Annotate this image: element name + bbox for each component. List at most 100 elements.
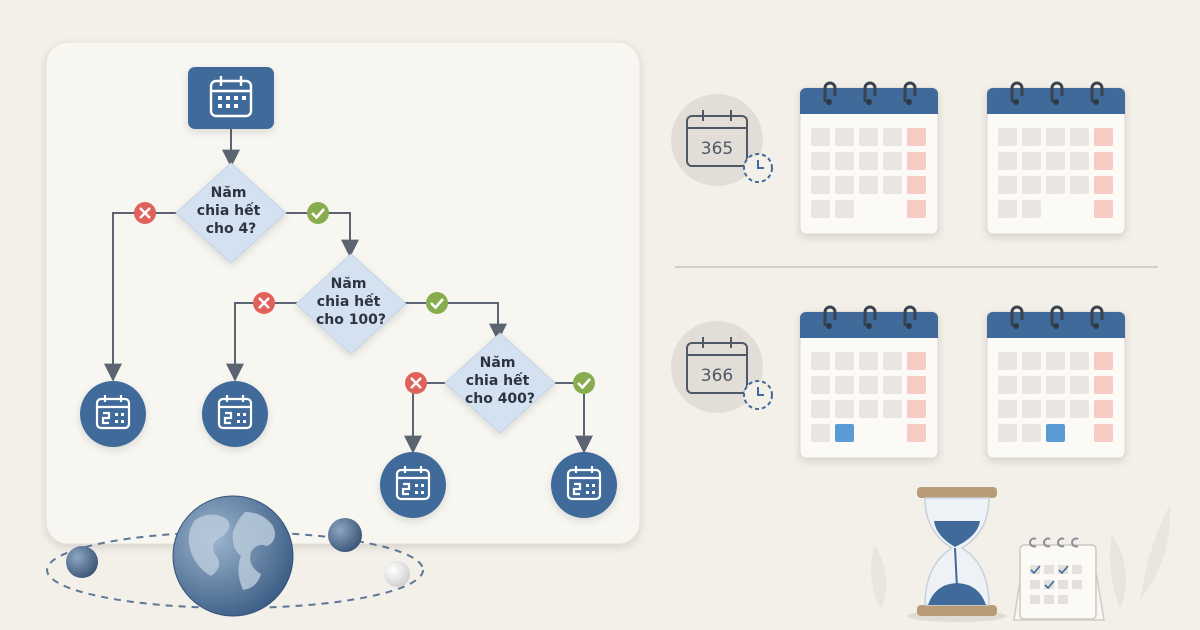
calendar-day-cell: [883, 176, 902, 194]
calendar-day-cell: [1070, 152, 1089, 170]
check-icon: [577, 378, 591, 390]
calendar-day-cell: [883, 376, 902, 394]
calendar-day-cell: [998, 200, 1017, 218]
decision-divisible-by-100: Năm chia hết cho 100?: [295, 253, 407, 355]
calendar-day-cell: [1094, 352, 1113, 370]
calendar-day-cell: [907, 424, 926, 442]
globe-icon: [46, 495, 424, 617]
calendar-result-icon: [217, 395, 253, 430]
calendar-day-cell: [1070, 352, 1089, 370]
yes-badge-div100: [426, 292, 448, 314]
calendar-day-cell: [859, 376, 878, 394]
calendar-day-cell: [1046, 400, 1065, 418]
calendar-day-cell: [998, 128, 1017, 146]
orbit-planets: [66, 518, 410, 587]
no-badge-div4: [134, 202, 156, 224]
decision-divisible-by-400: Năm chia hết cho 400?: [444, 332, 556, 434]
calendar-day-cell: [998, 400, 1017, 418]
calendar-day-cell: [1094, 128, 1113, 146]
calendar-day-cell: [907, 176, 926, 194]
calendar-result-icon: [566, 466, 602, 501]
calendar-day-cell: [883, 128, 902, 146]
calendar-day-cell: [835, 400, 854, 418]
calendar-day-cell: [1046, 352, 1065, 370]
calendar-day-cell: [907, 376, 926, 394]
result-node-common-year-b: [202, 381, 268, 447]
year-badge-365: 365: [671, 94, 773, 186]
calendar-day-cell: [883, 400, 902, 418]
leap-day-cell: [835, 424, 854, 442]
start-node: [188, 67, 274, 129]
calendar-day-cell: [1022, 200, 1041, 218]
calendar-result-icon: [95, 395, 131, 430]
year-badge-366: 366: [671, 321, 773, 413]
calendar-day-cell: [1070, 376, 1089, 394]
calendar-day-cell: [859, 176, 878, 194]
svg-text:Năm chia hết cho 1: Năm chia hết cho 100?: [316, 276, 386, 328]
calendar-day-cell: [1022, 400, 1041, 418]
cross-icon: [139, 207, 151, 219]
calendar-day-cell: [811, 400, 830, 418]
calendar-day-cell: [1070, 128, 1089, 146]
calendar-page-leap-left: [799, 305, 939, 459]
check-icon: [311, 208, 325, 220]
calendar-day-cell: [907, 128, 926, 146]
calendar-icon: [209, 76, 253, 118]
calendar-day-cell: [1022, 376, 1041, 394]
yes-badge-div4: [307, 202, 329, 224]
svg-text:365: 365: [701, 139, 733, 159]
calendar-page-leap-right: [986, 305, 1126, 459]
calendar-day-cell: [1046, 152, 1065, 170]
calendar-day-cell: [835, 200, 854, 218]
calendar-day-cell: [1022, 424, 1041, 442]
leap-day-cell: [1046, 424, 1065, 442]
calendar-day-cell: [859, 128, 878, 146]
cross-icon: [258, 297, 270, 309]
calendar-day-cell: [1022, 152, 1041, 170]
calendar-day-cell: [1046, 376, 1065, 394]
calendar-page-common-left: [799, 81, 939, 235]
calendar-day-cell: [1022, 128, 1041, 146]
calendar-day-cell: [811, 200, 830, 218]
decision-divisible-by-4: Năm chia hết cho 4?: [175, 162, 287, 264]
calendar-day-cell: [998, 352, 1017, 370]
calendar-day-cell: [1094, 376, 1113, 394]
svg-text:Năm chia hết cho 4: Năm chia hết cho 4?: [197, 185, 265, 237]
calendar-day-cell: [835, 152, 854, 170]
calendar-day-cell: [883, 152, 902, 170]
calendar-day-cell: [859, 352, 878, 370]
check-icon: [430, 298, 444, 310]
svg-text:366: 366: [701, 366, 733, 386]
calendar-day-cell: [1070, 176, 1089, 194]
calendar-day-cell: [1046, 176, 1065, 194]
calendar-day-cell: [907, 200, 926, 218]
no-badge-div100: [253, 292, 275, 314]
cross-icon: [410, 377, 422, 389]
calendar-day-cell: [1022, 352, 1041, 370]
calendar-day-cell: [811, 376, 830, 394]
calendar-day-cell: [1094, 176, 1113, 194]
desk-calendar-icon: [1013, 537, 1105, 621]
calendar-day-cell: [1022, 176, 1041, 194]
calendar-day-cell: [998, 176, 1017, 194]
svg-text:Năm chia hết cho 4: Năm chia hết cho 400?: [465, 355, 535, 407]
yes-badge-div400: [573, 372, 595, 394]
calendar-day-cell: [1070, 400, 1089, 418]
calendar-result-icon: [395, 466, 431, 501]
calendar-pages: [799, 81, 1126, 459]
result-node-common-year-c: [380, 452, 446, 518]
calendar-day-cell: [835, 352, 854, 370]
calendar-day-cell: [811, 352, 830, 370]
calendar-day-cell: [907, 352, 926, 370]
calendar-day-cell: [835, 376, 854, 394]
calendar-day-cell: [835, 128, 854, 146]
calendar-day-cell: [811, 128, 830, 146]
calendar-day-cell: [998, 376, 1017, 394]
calendar-day-cell: [1094, 200, 1113, 218]
calendar-day-cell: [811, 152, 830, 170]
calendar-day-cell: [1094, 400, 1113, 418]
calendar-day-cell: [811, 424, 830, 442]
leaf-decoration: [871, 505, 1171, 610]
result-node-leap-year: [551, 452, 617, 518]
